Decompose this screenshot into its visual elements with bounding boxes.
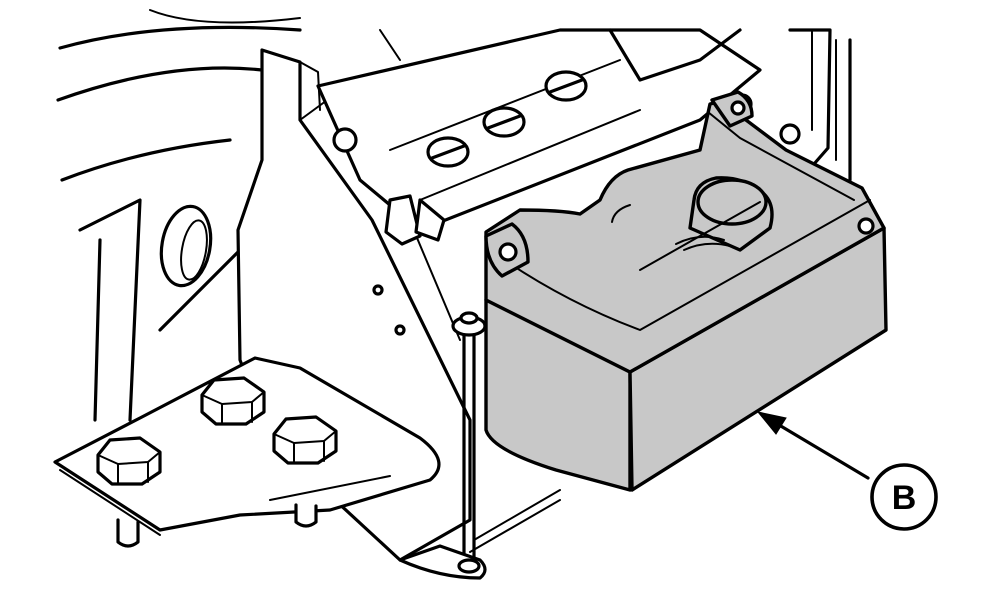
upper-rail: [316, 28, 801, 246]
support-rod: [398, 311, 561, 580]
hex-bolt: [96, 436, 162, 486]
slotted-screw: [426, 136, 470, 168]
hex-bolt: [200, 376, 266, 426]
base-plate: [53, 356, 441, 548]
hex-bolt: [272, 415, 338, 465]
slotted-screw: [544, 70, 588, 102]
callout-label: B: [892, 479, 917, 517]
slotted-screw: [482, 106, 526, 138]
engine-housing: [56, 9, 302, 422]
highlighted-part-b: [484, 90, 888, 492]
callout-b: B: [870, 463, 938, 531]
leader-arrow: [756, 411, 870, 480]
